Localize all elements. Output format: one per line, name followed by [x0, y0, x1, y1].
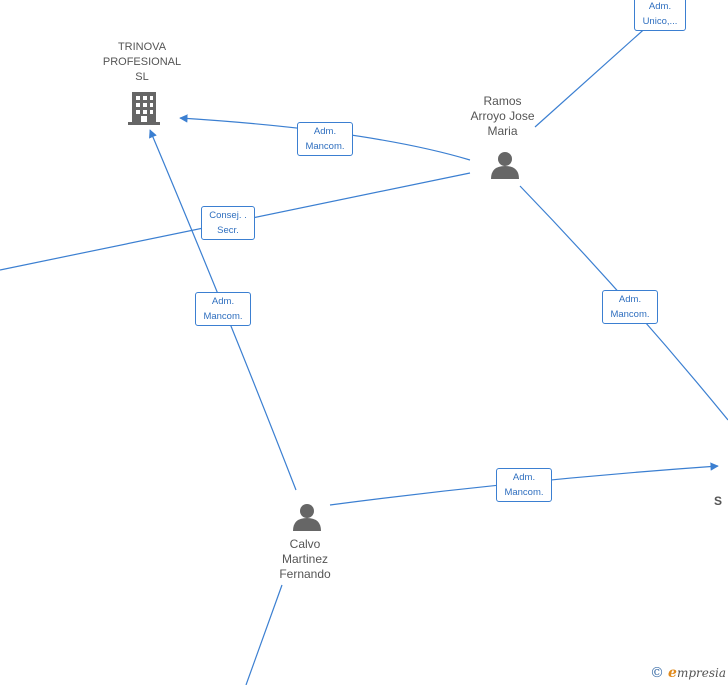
edge-ramos-top	[534, 14, 661, 128]
edge-label-calvo-right[interactable]: Adm. Mancom.	[496, 468, 552, 502]
person-icon[interactable]	[491, 152, 519, 179]
edge-label-consej-secr[interactable]: Consej. . Secr.	[201, 206, 255, 240]
node-label-ramos[interactable]: Ramos Arroyo Jose Maria	[470, 94, 535, 138]
edge-label-ramos-right[interactable]: Adm. Mancom.	[602, 290, 658, 324]
person-icon[interactable]	[293, 504, 321, 531]
node-label-calvo[interactable]: Calvo Martinez Fernando	[279, 537, 331, 581]
edge-label-ramos-top[interactable]: Adm. Unico,...	[634, 0, 686, 31]
brand-initial: e	[668, 665, 677, 681]
edge-label-ramos-trinova[interactable]: Adm. Mancom.	[297, 122, 353, 156]
node-label-offscreen-right[interactable]: S	[714, 494, 723, 508]
building-icon[interactable]	[128, 92, 160, 125]
empresia-logo: ©empresia	[650, 665, 726, 681]
edge-label-calvo-trinova[interactable]: Adm. Mancom.	[195, 292, 251, 326]
brand-name: mpresia	[676, 666, 726, 680]
edge-calvo-bottom	[245, 584, 283, 685]
node-label-trinova[interactable]: TRINOVA PROFESIONAL SL	[102, 41, 182, 83]
copyright-symbol: ©	[650, 665, 665, 681]
